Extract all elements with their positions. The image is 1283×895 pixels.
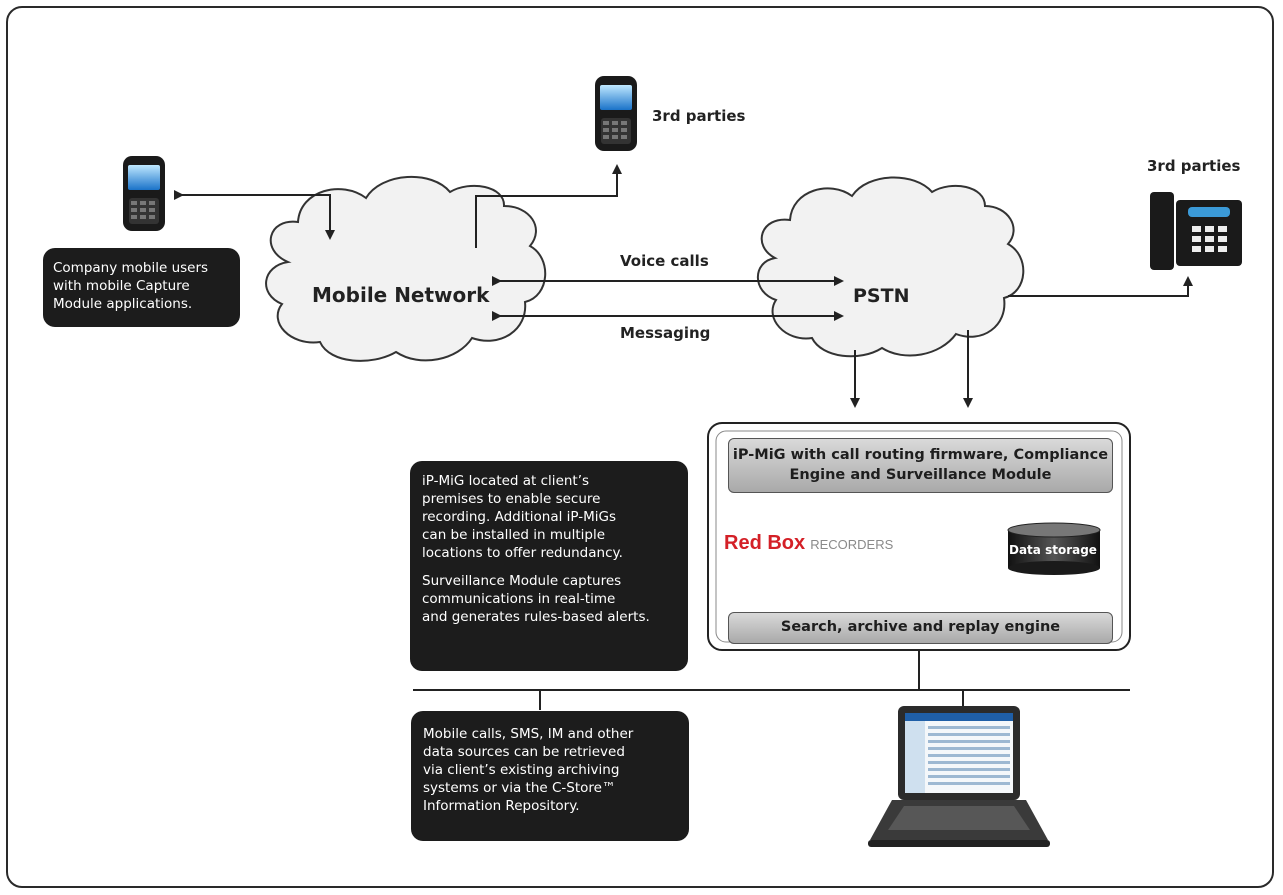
ipmig-firmware-box: iP-MiG with call routing firmware, Compl… [728, 438, 1113, 493]
mobile-phone-icon [595, 76, 637, 151]
search-engine-box: Search, archive and replay engine [728, 612, 1113, 644]
note-line: with mobile Capture [53, 278, 190, 294]
search-engine-label: Search, archive and replay engine [780, 619, 1061, 635]
mobile-network-label: Mobile Network [312, 283, 490, 307]
note-line: can be installed in multiple [422, 527, 606, 543]
ipmig-box-line: iP-MiG with call routing firmware, Compl… [732, 447, 1109, 463]
note-line: and generates rules-based alerts. [422, 609, 650, 625]
pstn-cloud [757, 176, 1025, 358]
note-line: Company mobile users [53, 260, 209, 276]
note-line: Mobile calls, SMS, IM and other [423, 726, 634, 742]
note-line: recording. Additional iP-MiGs [422, 509, 617, 525]
note-line: locations to offer redundancy. [422, 545, 623, 561]
third-parties-mobile-label: 3rd parties [652, 107, 746, 125]
ipmig-box-line: Engine and Surveillance Module [789, 467, 1052, 483]
logo-red-text: Red Box [724, 532, 806, 554]
note-line: premises to enable secure [422, 491, 601, 507]
messaging-label: Messaging [620, 324, 711, 342]
retrieval-info-note: Mobile calls, SMS, IM and other data sou… [411, 711, 689, 841]
note-line: Information Repository. [423, 798, 580, 814]
note-line: Surveillance Module captures [422, 573, 622, 589]
note-line: Module applications. [53, 296, 193, 312]
mobile-phone-icon [123, 156, 165, 231]
mobile-network-cloud [265, 175, 547, 362]
logo-grey-text: RECORDERS [810, 537, 894, 552]
third-parties-desk-label: 3rd parties [1147, 157, 1241, 175]
note-line: systems or via the C-Store™ [423, 780, 616, 796]
note-line: data sources can be retrieved [423, 744, 625, 760]
note-line: communications in real-time [422, 591, 616, 607]
data-storage-label: Data storage [1009, 543, 1097, 557]
laptop-icon [868, 706, 1050, 847]
pstn-label: PSTN [853, 285, 910, 307]
note-line: via client’s existing archiving [423, 762, 620, 778]
ipmig-info-note: iP-MiG located at client’s premises to e… [410, 461, 688, 671]
desk-phone-icon [1150, 192, 1242, 270]
mobile-users-note: Company mobile users with mobile Capture… [43, 248, 240, 327]
database-cylinder-icon [1007, 522, 1101, 575]
voice-calls-label: Voice calls [620, 252, 709, 270]
red-box-recorders-logo: Red Box RECORDERS [724, 532, 893, 555]
note-line: iP-MiG located at client’s [422, 473, 590, 489]
